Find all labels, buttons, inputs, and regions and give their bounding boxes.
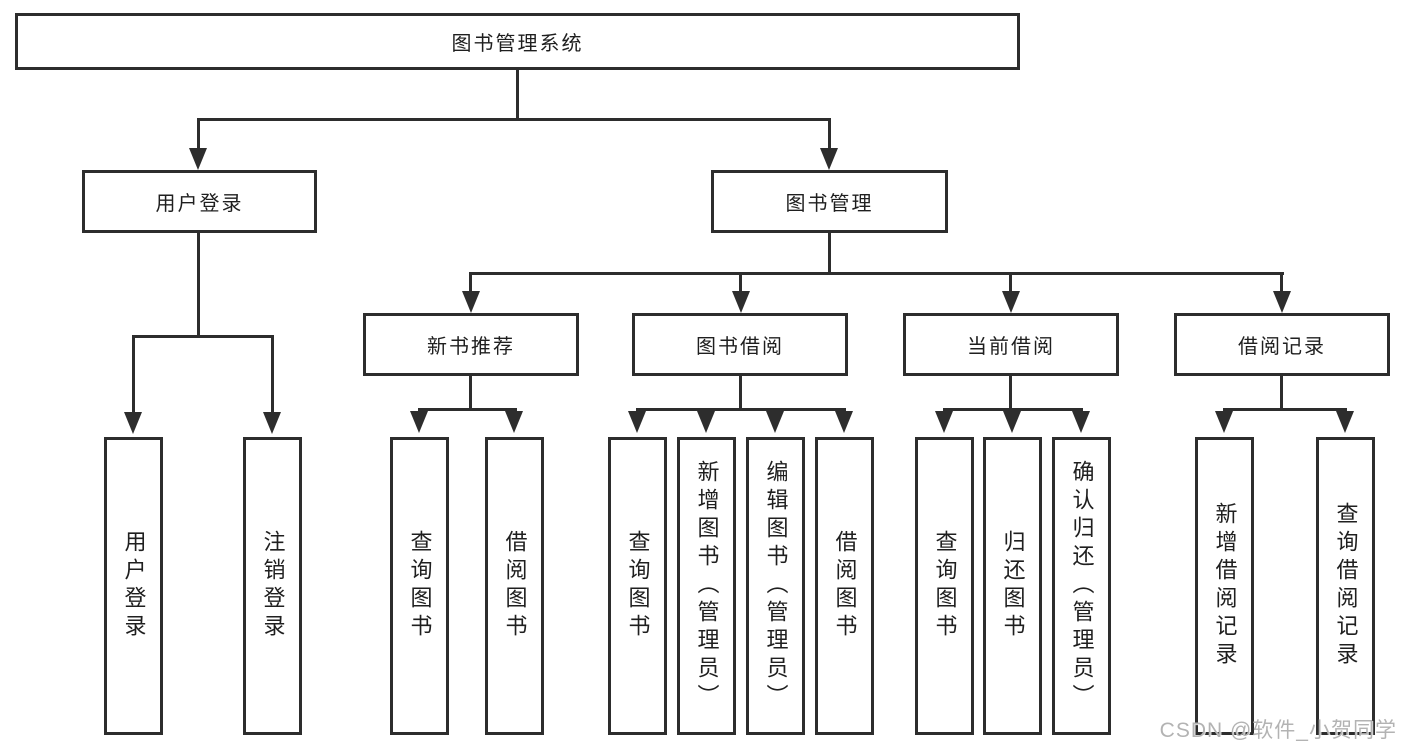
connector-line: [1280, 376, 1283, 411]
node-borrowing-records: 借阅记录: [1174, 313, 1390, 376]
leaf-label: 查询图书: [932, 530, 958, 642]
arrow-down-icon: [1336, 411, 1354, 433]
leaf-user-login: 用户登录: [104, 437, 163, 735]
leaf-borrow-query-books: 查询图书: [608, 437, 667, 735]
connector-line: [739, 376, 742, 411]
leaf-label: 注销登录: [260, 530, 286, 642]
connector-line: [1280, 275, 1283, 291]
connector-line: [1009, 275, 1012, 291]
connector-line: [271, 338, 274, 412]
connector-line: [469, 275, 472, 291]
connector-line: [636, 408, 846, 411]
arrow-down-icon: [935, 411, 953, 433]
node-label: 当前借阅: [967, 336, 1055, 358]
connector-line: [197, 118, 200, 150]
arrow-down-icon: [263, 412, 281, 434]
connector-line: [132, 338, 135, 412]
leaf-current-confirm-return-admin: 确认归还（管理员）: [1052, 437, 1111, 735]
leaf-label: 查询图书: [407, 530, 433, 642]
connector-line: [828, 118, 831, 150]
connector-line: [1223, 408, 1347, 411]
connector-line: [197, 118, 831, 121]
arrow-down-icon: [820, 148, 838, 170]
leaf-label: 用户登录: [121, 530, 147, 642]
leaf-label: 新增图书（管理员）: [694, 460, 720, 712]
arrow-down-icon: [1003, 411, 1021, 433]
leaf-current-return-books: 归还图书: [983, 437, 1042, 735]
leaf-label: 查询图书: [625, 530, 651, 642]
connector-line: [197, 233, 200, 337]
connector-line: [516, 70, 519, 118]
arrow-down-icon: [505, 411, 523, 433]
arrow-down-icon: [628, 411, 646, 433]
leaf-recommend-query-books: 查询图书: [390, 437, 449, 735]
connector-line: [469, 272, 1284, 275]
leaf-logout: 注销登录: [243, 437, 302, 735]
leaf-records-add-borrow-record: 新增借阅记录: [1195, 437, 1254, 735]
leaf-borrow-edit-books-admin: 编辑图书（管理员）: [746, 437, 805, 735]
connector-line: [1009, 376, 1012, 411]
arrow-down-icon: [1002, 291, 1020, 313]
node-label: 新书推荐: [427, 336, 515, 358]
node-label: 用户登录: [155, 193, 244, 215]
arrow-down-icon: [410, 411, 428, 433]
node-label: 图书管理系统: [451, 33, 584, 55]
node-user-login: 用户登录: [82, 170, 317, 233]
connector-line: [943, 408, 1083, 411]
arrow-down-icon: [697, 411, 715, 433]
leaf-borrow-add-books-admin: 新增图书（管理员）: [677, 437, 736, 735]
connector-line: [828, 233, 831, 274]
connector-line: [132, 335, 274, 338]
node-label: 图书借阅: [696, 336, 784, 358]
arrow-down-icon: [835, 411, 853, 433]
leaf-borrow-borrow-books: 借阅图书: [815, 437, 874, 735]
node-book-borrowing: 图书借阅: [632, 313, 848, 376]
leaf-label: 借阅图书: [502, 530, 528, 642]
arrow-down-icon: [124, 412, 142, 434]
leaf-label: 归还图书: [1000, 530, 1026, 642]
node-new-book-recommendation: 新书推荐: [363, 313, 579, 376]
arrow-down-icon: [189, 148, 207, 170]
arrow-down-icon: [1072, 411, 1090, 433]
leaf-label: 借阅图书: [832, 530, 858, 642]
node-current-borrowing: 当前借阅: [903, 313, 1119, 376]
arrow-down-icon: [766, 411, 784, 433]
node-label: 图书管理: [785, 193, 874, 215]
connector-line: [469, 376, 472, 411]
arrow-down-icon: [732, 291, 750, 313]
csdn-watermark: CSDN @软件_小贺同学: [1159, 719, 1397, 742]
arrow-down-icon: [1215, 411, 1233, 433]
node-library-management-system: 图书管理系统: [15, 13, 1020, 70]
leaf-label: 编辑图书（管理员）: [763, 460, 789, 712]
leaf-label: 确认归还（管理员）: [1069, 460, 1095, 712]
node-book-management: 图书管理: [711, 170, 948, 233]
leaf-current-query-books: 查询图书: [915, 437, 974, 735]
leaf-records-query-borrow-record: 查询借阅记录: [1316, 437, 1375, 735]
arrow-down-icon: [1273, 291, 1291, 313]
connector-line: [739, 275, 742, 291]
node-label: 借阅记录: [1238, 336, 1326, 358]
arrow-down-icon: [462, 291, 480, 313]
leaf-label: 新增借阅记录: [1212, 502, 1238, 670]
connector-line: [418, 408, 517, 411]
leaf-recommend-borrow-books: 借阅图书: [485, 437, 544, 735]
leaf-label: 查询借阅记录: [1333, 502, 1359, 670]
